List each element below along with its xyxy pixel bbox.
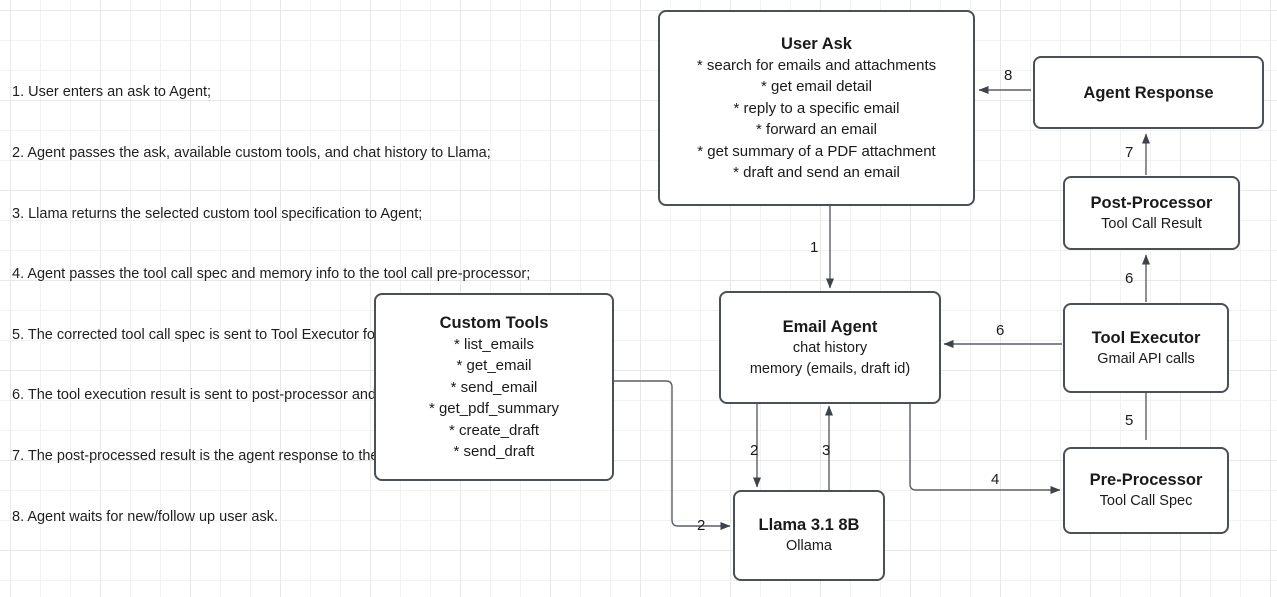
edge-label-6-post: 6	[1125, 270, 1134, 287]
llama-sub-1: Ollama	[786, 538, 832, 554]
tool-executor-title: Tool Executor	[1091, 328, 1201, 347]
legend-step-4: 4. Agent passes the tool call spec and m…	[12, 266, 531, 283]
email-agent-sub-1: chat history	[792, 339, 868, 356]
agent-response-title: Agent Response	[1083, 83, 1214, 102]
node-agent-response[interactable]: Agent Response	[1033, 56, 1264, 129]
edge-4-path	[909, 403, 1061, 494]
node-pre-processor[interactable]: Pre-Processor Tool Call Spec	[1063, 447, 1229, 534]
llama-title: Llama 3.1 8B	[758, 516, 860, 534]
edge-label-4: 4	[991, 471, 1000, 488]
custom-tools-item-4: * get_pdf_summary	[428, 400, 560, 417]
edge-label-8: 8	[1004, 67, 1013, 84]
edge-label-6-agent: 6	[996, 322, 1005, 339]
user-ask-item-6: * draft and send an email	[733, 164, 900, 181]
node-tool-executor[interactable]: Tool Executor Gmail API calls	[1063, 303, 1229, 393]
node-user-ask[interactable]: User Ask * search for emails and attachm…	[658, 10, 975, 206]
edge-label-1: 1	[810, 239, 819, 256]
legend-step-2: 2. Agent passes the ask, available custo…	[12, 145, 491, 162]
legend-step-7: 7. The post-processed result is the agen…	[12, 448, 493, 465]
pre-processor-title: Pre-Processor	[1089, 471, 1203, 489]
custom-tools-item-3: * send_email	[450, 378, 538, 396]
edge-label-2-agent-llama: 2	[750, 442, 759, 459]
user-ask-item-1: * search for emails and attachments	[696, 56, 937, 74]
edge-label-2-tools-llama: 2	[697, 517, 706, 534]
legend-step-5: 5. The corrected tool call spec is sent …	[12, 326, 493, 343]
user-ask-item-4: * forward an email	[756, 121, 877, 138]
custom-tools-title: Custom Tools	[439, 313, 549, 332]
edge-label-7: 7	[1125, 144, 1134, 161]
edge-label-5: 5	[1125, 412, 1134, 429]
user-ask-title: User Ask	[781, 34, 852, 53]
user-ask-item-2: * get email detail	[761, 78, 872, 95]
edge-2-tools-llama-path	[614, 380, 731, 530]
node-custom-tools[interactable]: Custom Tools * list_emails * get_email *…	[374, 293, 614, 481]
pre-processor-sub-1: Tool Call Spec	[1099, 493, 1193, 509]
legend-step-1: 1. User enters an ask to Agent;	[12, 84, 212, 101]
post-processor-sub-1: Tool Call Result	[1101, 215, 1202, 232]
user-ask-item-5: * get summary of a PDF attachment	[697, 142, 936, 160]
node-post-processor[interactable]: Post-Processor Tool Call Result	[1063, 176, 1240, 250]
node-email-agent[interactable]: Email Agent chat history memory (emails,…	[719, 291, 941, 404]
email-agent-sub-2: memory (emails, draft id)	[749, 360, 911, 377]
edge-label-3: 3	[822, 442, 831, 459]
tool-executor-sub-1: Gmail API calls	[1097, 350, 1195, 367]
user-ask-item-3: * reply to a specific email	[733, 99, 900, 117]
custom-tools-item-1: * list_emails	[453, 335, 535, 353]
node-llama[interactable]: Llama 3.1 8B Ollama	[733, 490, 885, 581]
custom-tools-item-2: * get_email	[456, 357, 532, 374]
legend-step-3: 3. Llama returns the selected custom too…	[12, 205, 423, 222]
custom-tools-item-6: * send_draft	[453, 443, 535, 460]
post-processor-title: Post-Processor	[1090, 193, 1213, 212]
custom-tools-item-5: * create_draft	[448, 421, 540, 439]
email-agent-title: Email Agent	[782, 317, 878, 336]
legend-step-8: 8. Agent waits for new/follow up user as…	[12, 508, 278, 525]
